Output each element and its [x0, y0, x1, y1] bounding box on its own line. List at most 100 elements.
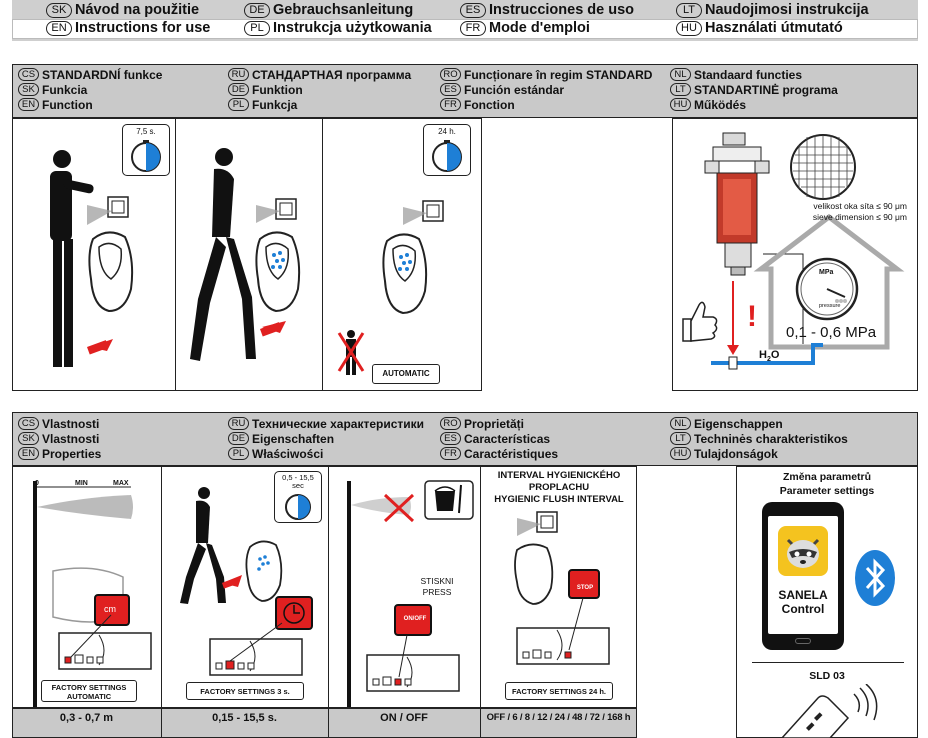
timer-label: 7,5 s. [136, 127, 156, 136]
lang-code: SK [18, 432, 39, 445]
footer-onoff: ON / OFF [380, 712, 428, 724]
lang-code: PL [228, 447, 249, 460]
lang-code: FR [460, 20, 486, 36]
lang-code: FR [440, 98, 461, 111]
lang-code: RU [228, 68, 249, 81]
gauge-unit: MPa [819, 269, 834, 276]
footer-divider [480, 708, 481, 738]
range-min: MIN [75, 480, 88, 487]
sieve-spec-en: sieve dimension ≤ 90 μm [812, 212, 907, 222]
urinal [88, 231, 134, 313]
range-zero: 0 [35, 480, 39, 487]
timer-range-a: 0,5 - 15,5 [282, 473, 314, 482]
lang-code: SK [46, 2, 72, 18]
installation-illustration [682, 132, 905, 370]
header-text: Eigenschappen [694, 416, 783, 431]
header-text: Proprietăți [464, 416, 525, 431]
automatic-badge: AUTOMATIC [372, 364, 440, 384]
s1-panel-automatic [322, 118, 482, 391]
lang-code: HU [670, 447, 691, 460]
lang-code: DE [228, 432, 249, 445]
no-person-icon [337, 330, 365, 375]
walking-silhouette-small [180, 487, 226, 604]
header-text: Технические характеристики [252, 416, 425, 431]
warning-mark: ! [747, 300, 757, 333]
title-text: Návod na použitie [75, 2, 200, 18]
app-name-1: SANELA [778, 588, 828, 602]
interval-illustration [514, 511, 610, 665]
sieve-circle [790, 134, 856, 200]
factory-line-2: AUTOMATIC [66, 692, 112, 701]
standing-person-illustration [50, 150, 134, 367]
title-text: Gebrauchsanleitung [273, 2, 414, 18]
header-text: Características [464, 431, 551, 446]
pressure-gauge [795, 257, 859, 321]
s1-panel-installation [672, 118, 918, 391]
lang-code: LT [670, 432, 691, 445]
thumbs-up-icon [682, 301, 718, 342]
app-name-2: Control [781, 602, 825, 616]
stopwatch-icon-2 [432, 140, 462, 172]
lang-code: CS [18, 68, 39, 81]
footer-range: 0,3 - 0,7 m [59, 712, 114, 724]
raccoon-icon [786, 538, 820, 568]
remote-control-illustration [780, 684, 878, 738]
press-cs: STISKNI [420, 576, 454, 586]
lang-code: ES [460, 2, 486, 18]
lang-code: EN [18, 447, 39, 460]
control-module-2 [209, 622, 303, 676]
header-text: Funktion [252, 82, 303, 97]
lang-code: PL [244, 20, 270, 36]
lang-code: EN [46, 20, 72, 36]
header-text: STANDARDNÍ funkce [42, 67, 163, 82]
water-filter [704, 132, 770, 276]
app-divider [752, 662, 904, 663]
interval-cs-2: PROPLACHU [528, 482, 590, 493]
lang-code: RO [440, 68, 461, 81]
onoff-button-label: ON/OFF [403, 616, 427, 622]
lang-code: RO [440, 417, 461, 430]
sanela-app-icon[interactable] [778, 526, 828, 576]
header-text: Techninės charakteristikos [694, 431, 848, 446]
lang-code: SK [18, 83, 39, 96]
title-text: Instructions for use [75, 20, 211, 36]
water-pipe [711, 343, 823, 365]
model-label: SLD 03 [809, 670, 845, 682]
urinal-small [245, 540, 283, 602]
s2-footer-bar [12, 708, 637, 738]
factory-settings-3s: FACTORY SETTINGS 3 s. [186, 682, 304, 700]
stopwatch-icon-3 [285, 494, 311, 520]
header-text: Funkcja [252, 97, 298, 112]
control-module-3 [366, 634, 460, 692]
header-text: Eigenschaften [252, 431, 335, 446]
lang-code: ES [440, 432, 461, 445]
param-cs: Změna parametrů [782, 471, 872, 483]
header-text: Función estándar [464, 82, 565, 97]
title-text: Instrucciones de uso [489, 2, 635, 18]
factory-settings-24h: FACTORY SETTINGS 24 h. [505, 682, 613, 700]
walking-silhouette [190, 148, 256, 361]
section2-header-bar [12, 412, 918, 466]
sensor-wall-plate-2 [256, 198, 297, 223]
header-text: Tulajdonságok [694, 446, 778, 461]
header-text: СТАНДАРТНАЯ программа [252, 67, 412, 82]
person-silhouette [50, 150, 94, 367]
